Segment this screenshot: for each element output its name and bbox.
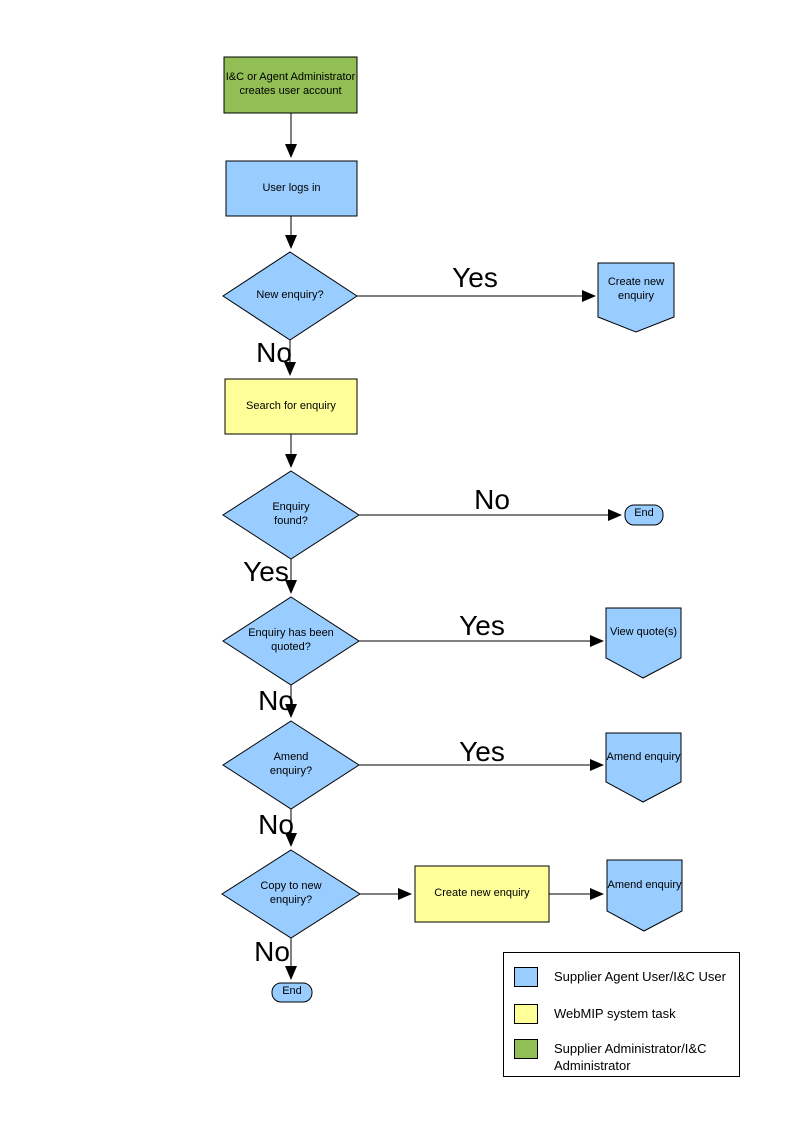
edge-label-amend-no: No xyxy=(258,809,294,840)
search-for-enquiry-label: Search for enquiry xyxy=(246,399,336,412)
amend-enquiry-pentagon-2 xyxy=(606,859,683,932)
admin-creates-account-label: I&C or Agent Administrator creates user … xyxy=(225,71,356,97)
edge-label-quoted-no: No xyxy=(258,685,294,716)
end-terminator-2 xyxy=(271,982,313,1003)
legend-swatch-admin xyxy=(514,1039,538,1059)
create-new-enquiry-pentagon xyxy=(597,262,675,333)
enquiry-quoted-diamond xyxy=(222,596,360,686)
end-label-2: End xyxy=(282,984,302,997)
amend-enquiry-pentagon-1 xyxy=(605,732,682,803)
legend-swatch-user xyxy=(514,967,538,987)
amend-enquiry-label-2: Amend enquiry xyxy=(607,878,682,891)
legend-label-admin: Supplier Administrator/I&C Administrator xyxy=(554,1041,707,1073)
copy-to-new-enquiry-diamond xyxy=(221,849,361,939)
edge-label-copy-no: No xyxy=(254,936,290,967)
edge-label-amend-yes: Yes xyxy=(459,736,505,767)
legend-item-user: Supplier Agent User/I&C User xyxy=(514,967,739,987)
edge-label-new-enquiry-yes: Yes xyxy=(452,262,498,293)
new-enquiry-diamond xyxy=(222,251,358,341)
enquiry-found-label: Enquiry found? xyxy=(272,501,310,527)
legend-item-system: WebMIP system task xyxy=(514,1004,739,1024)
legend-swatch-system xyxy=(514,1004,538,1024)
edge-label-found-yes: Yes xyxy=(243,556,289,587)
legend-label-user: Supplier Agent User/I&C User xyxy=(554,969,726,984)
search-for-enquiry-box xyxy=(224,378,358,435)
legend-label-system: WebMIP system task xyxy=(554,1006,676,1021)
user-logs-in-label: User logs in xyxy=(262,181,321,194)
amend-enquiry-diamond xyxy=(222,720,360,810)
user-logs-in-box xyxy=(225,160,358,217)
enquiry-found-diamond xyxy=(222,470,360,560)
create-new-enquiry-label: Create new enquiry xyxy=(607,276,665,302)
enquiry-quoted-label: Enquiry has been quoted? xyxy=(248,627,334,653)
edge-label-new-enquiry-no: No xyxy=(256,337,292,368)
create-new-enquiry-box-2 xyxy=(414,865,550,923)
end-label-1: End xyxy=(634,507,654,520)
legend: Supplier Agent User/I&C User WebMIP syst… xyxy=(503,952,740,1077)
edge-label-found-no: No xyxy=(474,484,510,515)
end-terminator-1 xyxy=(624,504,664,526)
view-quotes-pentagon xyxy=(605,607,682,679)
legend-item-admin: Supplier Administrator/I&C Administrator xyxy=(514,1039,739,1075)
copy-to-new-enquiry-label: Copy to new enquiry? xyxy=(260,880,322,906)
edge-label-quoted-yes: Yes xyxy=(459,610,505,641)
admin-creates-account-box xyxy=(223,56,358,114)
view-quotes-label: View quote(s) xyxy=(609,626,678,639)
amend-enquiry-label-1: Amend enquiry xyxy=(606,750,681,763)
new-enquiry-label: New enquiry? xyxy=(256,289,324,302)
amend-enquiry-q-label: Amend enquiry? xyxy=(269,751,313,777)
create-new-enquiry-label-2: Create new enquiry xyxy=(434,887,530,900)
